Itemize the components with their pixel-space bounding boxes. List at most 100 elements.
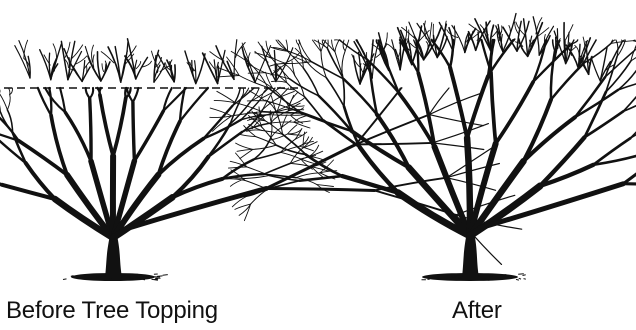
branch xyxy=(90,88,93,98)
ground-stroke xyxy=(96,277,101,278)
branch xyxy=(100,95,113,156)
before-crown-shoot xyxy=(196,54,205,84)
branch xyxy=(326,78,344,107)
before-crown-shoot xyxy=(73,66,82,81)
after-regrowth-shoot xyxy=(426,42,428,51)
branch xyxy=(231,51,250,63)
branch xyxy=(551,51,555,100)
ground-stroke xyxy=(163,275,168,276)
branch xyxy=(0,167,2,185)
branch xyxy=(236,143,253,149)
ground-stroke xyxy=(489,276,493,277)
branch xyxy=(513,39,515,40)
branch xyxy=(553,40,555,51)
before-crown-shoot xyxy=(185,51,196,84)
ground-stroke xyxy=(511,276,517,277)
before-crown-shoot xyxy=(274,50,276,81)
after-caption: After xyxy=(452,296,512,326)
ground-stroke xyxy=(143,279,146,280)
branch xyxy=(90,98,91,161)
after-regrowth-shoot xyxy=(398,50,401,59)
branch xyxy=(551,63,584,99)
ground-stroke xyxy=(524,279,526,280)
ground-stroke xyxy=(516,279,519,280)
branch xyxy=(467,138,470,236)
branch xyxy=(450,68,467,139)
branch xyxy=(335,40,339,52)
ground-stroke xyxy=(481,279,486,280)
branch xyxy=(496,82,533,144)
after-tree xyxy=(210,14,636,282)
after-regrowth-shoot xyxy=(501,34,502,51)
branch xyxy=(432,124,488,143)
before-crown-shoot xyxy=(136,61,140,68)
ground-stroke xyxy=(434,278,440,279)
branch xyxy=(210,116,232,118)
branch xyxy=(296,40,298,45)
before-crown-shoot xyxy=(93,55,94,68)
before-caption: Before Tree Topping xyxy=(6,296,246,326)
after-regrowth-shoot xyxy=(566,45,578,68)
ground-stroke xyxy=(157,276,163,277)
branch xyxy=(467,76,488,138)
branch xyxy=(262,112,301,113)
branch xyxy=(208,132,242,157)
branch xyxy=(623,122,636,183)
branch xyxy=(65,112,91,161)
after-regrowth-shoot xyxy=(430,23,432,39)
ground-stroke xyxy=(449,279,451,280)
branch xyxy=(248,73,265,74)
branch xyxy=(113,98,126,156)
branch xyxy=(270,56,287,63)
branch xyxy=(245,180,268,189)
branch xyxy=(294,121,310,122)
before-crown-shoot xyxy=(210,52,224,61)
branch xyxy=(0,93,7,110)
branch xyxy=(342,51,345,75)
branch xyxy=(133,102,135,161)
before-crown-shoot xyxy=(24,40,28,57)
branch xyxy=(134,111,163,161)
branch xyxy=(429,88,449,115)
ground-stroke xyxy=(519,278,521,279)
branch xyxy=(264,163,290,174)
branch xyxy=(0,95,1,112)
branch xyxy=(271,122,294,123)
branch xyxy=(623,184,636,186)
branch xyxy=(524,100,552,162)
ground-stroke xyxy=(136,279,138,280)
ground-stroke xyxy=(501,275,507,276)
before-crown-shoot xyxy=(136,57,148,79)
branch xyxy=(266,189,374,191)
branch xyxy=(575,77,605,117)
ground-stroke xyxy=(63,279,67,280)
branch xyxy=(343,40,345,51)
branch xyxy=(244,204,250,221)
ground-stroke xyxy=(523,275,526,276)
branch xyxy=(7,95,10,110)
branch xyxy=(409,167,470,236)
after-regrowth-shoot xyxy=(591,57,600,81)
branch xyxy=(491,72,496,143)
branch xyxy=(295,132,307,139)
branch xyxy=(300,176,343,181)
branch xyxy=(239,76,268,88)
branch xyxy=(271,96,276,113)
branch xyxy=(321,52,326,78)
branch xyxy=(272,81,287,82)
branch xyxy=(287,134,301,135)
ground-stroke xyxy=(518,274,524,275)
branch xyxy=(432,143,484,150)
branch xyxy=(9,88,10,95)
branch xyxy=(86,88,90,98)
branch xyxy=(133,88,138,102)
ground-stroke xyxy=(129,279,134,280)
ground-stroke xyxy=(139,275,141,276)
branch xyxy=(290,157,308,164)
branch xyxy=(300,137,309,146)
branch xyxy=(99,88,100,95)
before-trunk xyxy=(105,235,122,278)
branch xyxy=(401,88,402,89)
before-crown-shoot xyxy=(61,41,68,79)
